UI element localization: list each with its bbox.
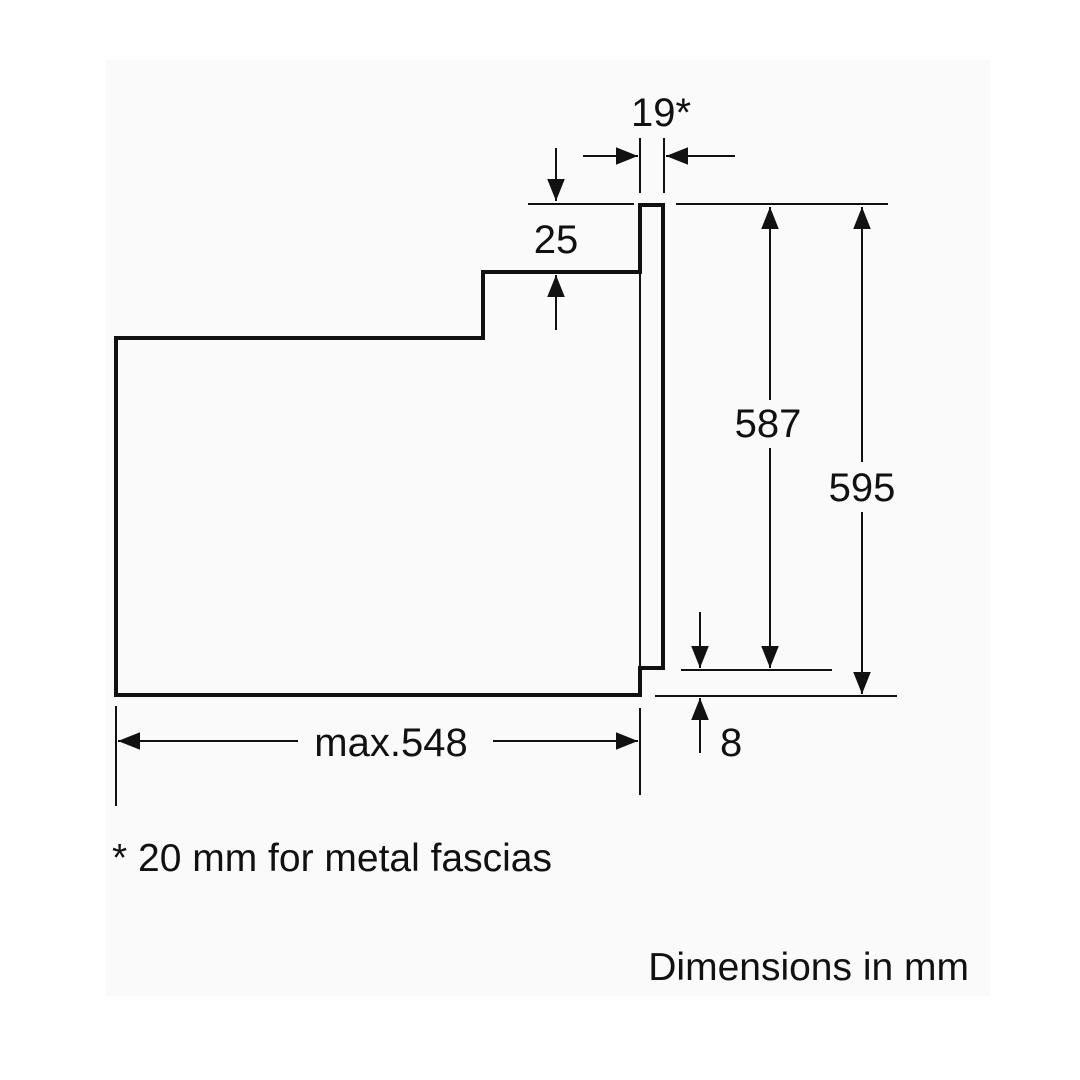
label-height-inner: 587 <box>735 402 802 446</box>
label-height-total: 595 <box>829 466 896 510</box>
units-note: Dimensions in mm <box>648 946 969 989</box>
oven-outline <box>114 203 665 697</box>
extension-lines <box>115 138 897 806</box>
label-depth: max.548 <box>314 721 467 765</box>
dimension-arrows <box>118 147 871 753</box>
diagram-background <box>106 60 990 996</box>
label-fascia-thickness: 19* <box>631 91 691 135</box>
footnote: * 20 mm for metal fascias <box>112 837 552 880</box>
label-top-step: 25 <box>534 218 579 262</box>
label-bottom-offset: 8 <box>720 721 742 765</box>
